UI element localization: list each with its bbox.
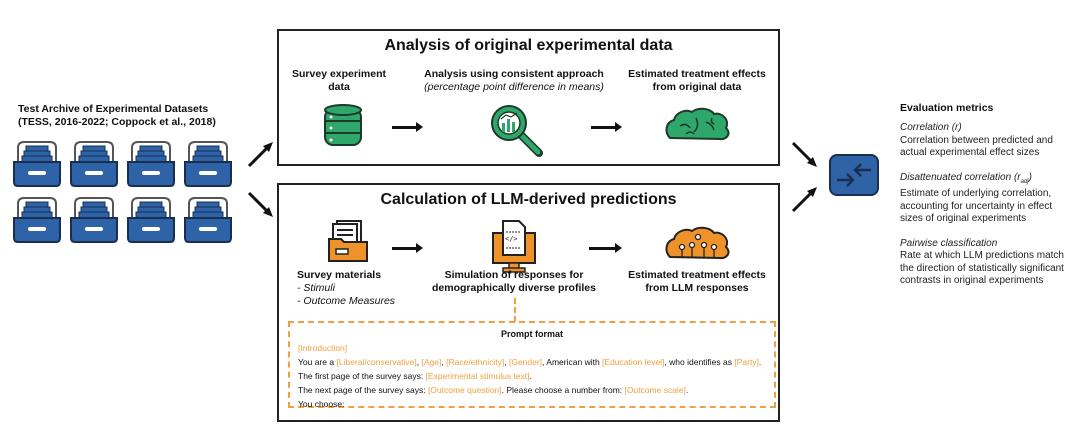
step-sublabel: - Stimuli xyxy=(297,282,335,294)
metric-name: Pairwise classification xyxy=(900,237,998,249)
prompt-connector xyxy=(514,298,516,322)
arrow-right-icon xyxy=(392,122,423,132)
prompt-placeholder: [Outcome question] xyxy=(427,385,502,395)
step-label: Analysis using consistent approach xyxy=(424,68,604,80)
prompt-line-1: You are a [Liberal/conservative], [Age],… xyxy=(298,355,766,369)
step-label: Survey materials xyxy=(297,269,382,281)
step-label: Survey experiment xyxy=(292,68,386,80)
archive-title-line1: Test Archive of Experimental Datasets xyxy=(18,103,209,115)
metric-desc: Correlation between predicted and actual… xyxy=(900,134,1053,159)
prompt-placeholder: [Education level] xyxy=(602,357,665,367)
prompt-placeholder: [Liberal/conservative] xyxy=(336,357,417,367)
step-survey-materials: Survey materials - Stimuli - Outcome Mea… xyxy=(297,269,417,308)
metric-subscript: adj xyxy=(1020,178,1029,185)
prompt-text: , American with xyxy=(542,357,603,367)
drawer-archive-icon xyxy=(12,194,62,249)
prompt-line-3: The next page of the survey says: [Outco… xyxy=(298,383,766,397)
archive-title: Test Archive of Experimental Datasets (T… xyxy=(18,103,216,129)
step-sublabel: - Outcome Measures xyxy=(297,295,396,307)
arrow-right-icon xyxy=(589,243,622,253)
prompt-text: The next page of the survey says: xyxy=(298,385,428,395)
llm-prediction-panel: Calculation of LLM-derived predictions <… xyxy=(277,183,780,422)
archive-drawers xyxy=(12,138,242,248)
drawer-archive-icon xyxy=(126,138,176,193)
step-label: data xyxy=(328,81,350,93)
prompt-text: , xyxy=(504,357,509,367)
step-label: Estimated treatment effects xyxy=(628,68,766,80)
prompt-text: . xyxy=(758,357,762,367)
step-label: Simulation of responses for xyxy=(444,269,584,281)
step-label: Estimated treatment effects xyxy=(628,269,766,281)
metric-name: Disattenuated correlation (radj) xyxy=(900,172,1075,189)
prompt-placeholder: [Party] xyxy=(734,357,759,367)
drawer-archive-icon xyxy=(183,138,233,193)
arrow-down-right-icon xyxy=(790,140,820,175)
prompt-placeholder: [Gender] xyxy=(508,357,543,367)
prompt-format-box: Prompt format [Introduction] You are a [… xyxy=(288,321,776,409)
metric-name-text: ) xyxy=(1028,171,1032,183)
prompt-text: . Please choose a number from: xyxy=(501,385,625,395)
prompt-text: . xyxy=(529,371,532,381)
step-analysis: Analysis using consistent approach(perce… xyxy=(414,68,614,94)
prompt-line-4: You choose: xyxy=(298,399,345,409)
step-label: from original data xyxy=(652,81,742,93)
arrow-down-right-icon xyxy=(246,190,276,225)
panel-title: Calculation of LLM-derived predictions xyxy=(380,191,677,208)
database-icon xyxy=(323,103,363,154)
prompt-text: , who identifies as xyxy=(664,357,735,367)
prompt-placeholder: [Experimental stimulus text] xyxy=(425,371,530,381)
circuit-brain-icon xyxy=(664,225,732,266)
metric-pairwise: Pairwise classification Rate at which LL… xyxy=(900,238,1075,288)
prompt-text: The first page of the survey says: xyxy=(298,371,426,381)
metric-desc: Rate at which LLM predictions match the … xyxy=(900,250,1064,286)
prompt-text: You are a xyxy=(298,357,337,367)
prompt-text: . xyxy=(685,385,689,395)
drawer-archive-icon xyxy=(69,138,119,193)
archive-title-line2: (TESS, 2016-2022; Coppock et al., 2018) xyxy=(18,116,216,128)
metric-disattenuated: Disattenuated correlation (radj) Estimat… xyxy=(900,172,1075,226)
merge-comparison-icon xyxy=(829,154,879,201)
step-label: demographically diverse profiles xyxy=(432,282,596,294)
prompt-line-2: The first page of the survey says: [Expe… xyxy=(298,369,766,383)
prompt-intro: [Introduction] xyxy=(298,343,348,353)
svg-text:</>: </> xyxy=(505,235,518,243)
metric-name-text: Disattenuated correlation (r xyxy=(900,171,1021,183)
drawer-archive-icon xyxy=(69,194,119,249)
prompt-title: Prompt format xyxy=(500,329,563,339)
drawer-archive-icon xyxy=(12,138,62,193)
step-sublabel: (percentage point difference in means) xyxy=(424,81,604,93)
prompt-placeholder: [Outcome scale] xyxy=(624,385,686,395)
panel-title: Analysis of original experimental data xyxy=(384,37,673,54)
arrow-up-right-icon xyxy=(790,185,820,220)
arrow-right-icon xyxy=(392,243,423,253)
prompt-text: , xyxy=(416,357,422,367)
drawer-archive-icon xyxy=(126,194,176,249)
metric-desc: Estimate of underlying correlation, acco… xyxy=(900,188,1053,224)
metric-correlation: Correlation (r) Correlation between pred… xyxy=(900,122,1075,160)
drawer-archive-icon xyxy=(183,194,233,249)
prompt-text: , xyxy=(441,357,447,367)
arrow-right-icon xyxy=(591,122,622,132)
prompt-placeholder: [Age] xyxy=(421,357,442,367)
metrics-title: Evaluation metrics xyxy=(900,102,994,114)
prompt-placeholder: [Race/ethnicity] xyxy=(446,357,505,367)
evaluation-metrics: Evaluation metrics Correlation (r) Corre… xyxy=(900,102,1075,288)
brain-icon xyxy=(664,106,732,147)
computer-code-icon: </> xyxy=(491,219,537,278)
magnifier-chart-icon xyxy=(489,103,545,164)
metric-name: Correlation (r) xyxy=(900,122,962,133)
original-analysis-panel: Analysis of original experimental data S… xyxy=(277,29,780,166)
folder-icon xyxy=(327,219,369,268)
arrow-up-right-icon xyxy=(246,140,276,175)
step-label: from LLM responses xyxy=(645,282,749,294)
